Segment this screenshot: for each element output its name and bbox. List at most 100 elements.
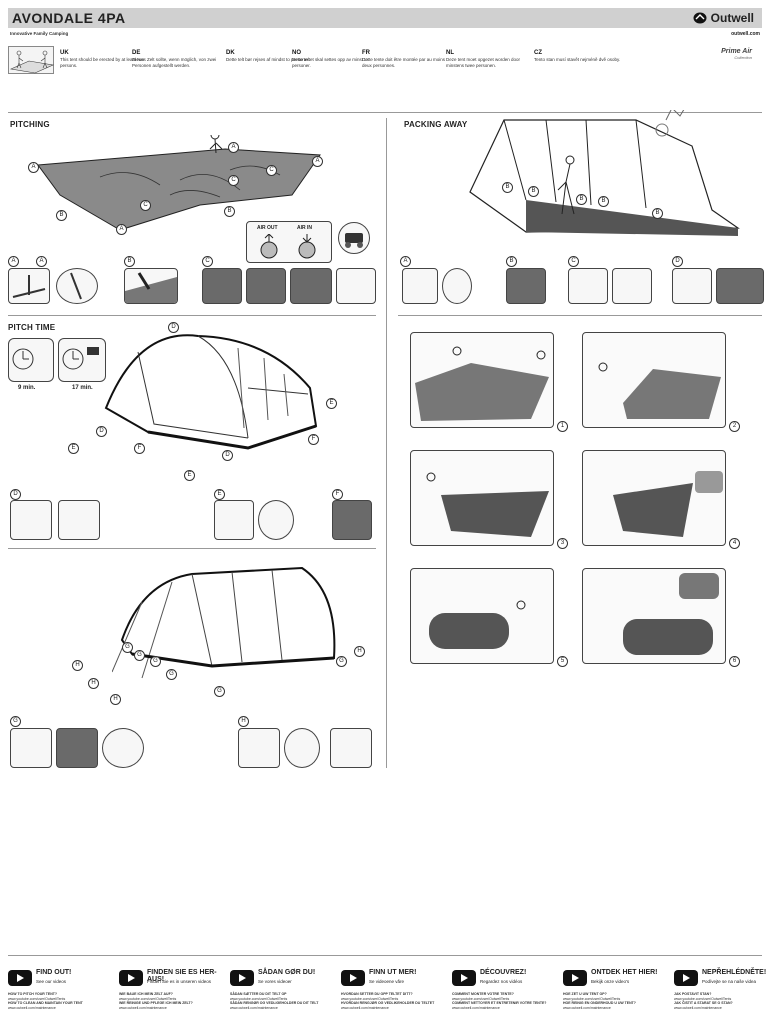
air-valve-panel: AIR OUT AIR IN [246, 221, 332, 263]
youtube-play-icon[interactable] [230, 970, 254, 986]
label-pt-f-right: F [308, 434, 319, 445]
youtube-play-icon[interactable] [119, 970, 143, 986]
pack-step-3 [410, 450, 554, 546]
video-links: JAK POSTAVIT STAN?www.youtube.com/user/O… [674, 992, 770, 1011]
language-code: NO [292, 50, 301, 56]
detail-a-peg-image [8, 268, 50, 304]
divider-left-1 [8, 315, 376, 316]
divider-footer [8, 955, 762, 956]
pitch-time-2: 17 min. [72, 385, 93, 391]
packing-away-heading: PACKING AWAY [404, 120, 468, 129]
label-pack-b2: B [528, 186, 539, 197]
video-topic: COMMENT MONTER VOTRE TENTE? [452, 992, 514, 996]
g-detail-1 [10, 728, 52, 768]
video-topic: SÅDAN RENGØR OG VEDLIGEHOLDER DU DIT TEL… [230, 1001, 319, 1006]
video-url-link[interactable]: www.outwell.com/maintenance [119, 1006, 167, 1011]
youtube-play-icon[interactable] [341, 970, 365, 986]
pack-detail-b-1 [506, 268, 546, 304]
video-link-block[interactable]: NEPŘEHLÉDNĚTE!Podívejte se na naše videa… [674, 968, 770, 1018]
divider-left-2 [8, 548, 376, 549]
label-b-left: B [56, 210, 67, 221]
label-a2: A [312, 156, 323, 167]
label-c-detail: C [202, 256, 213, 267]
video-topic: SÅDAN SÆTTER DU DIT TELT OP [230, 992, 287, 996]
page-title: AVONDALE 4PA [12, 10, 126, 26]
label-g6: G [214, 686, 225, 697]
label-f-detail: F [332, 489, 343, 500]
video-url-link[interactable]: www.outwell.com/maintenance [563, 1006, 611, 1011]
video-link-block[interactable]: FINDEN SIE ES HER-AUS!Finden Sie es in u… [119, 968, 219, 1018]
label-g4: G [166, 669, 177, 680]
youtube-play-icon[interactable] [563, 970, 587, 986]
video-subheading: Finden Sie es in unseren videos [147, 979, 212, 984]
label-h2: H [88, 678, 99, 689]
youtube-play-icon[interactable] [674, 970, 698, 986]
video-url-link[interactable]: www.outwell.com/maintenance [674, 1006, 722, 1011]
language-code: DK [226, 50, 235, 56]
video-topic: JAK POSTAVIT STAN? [674, 992, 712, 996]
youtube-play-icon[interactable] [8, 970, 32, 986]
label-pack-b1: B [502, 182, 513, 193]
video-url-link[interactable]: www.youtube.com/user/OutwellTents [341, 996, 399, 1001]
video-topic: HOE ZET U UW TENT OP? [563, 992, 607, 996]
video-url-link[interactable]: www.outwell.com/maintenance [230, 1006, 278, 1011]
label-pt-f-left: F [134, 443, 145, 454]
pack-detail-a-1 [402, 268, 438, 304]
label-pack-b4: B [598, 196, 609, 207]
detail-c-image-4 [336, 268, 376, 304]
video-url-link[interactable]: www.youtube.com/user/OutwellTents [8, 996, 66, 1001]
tent-guyline-illustration [112, 566, 336, 679]
video-url-link[interactable]: www.youtube.com/user/OutwellTents [563, 996, 621, 1001]
two-persons-icon [8, 46, 55, 74]
label-g5: G [336, 656, 347, 667]
video-subheading: Bekijk onze video's [591, 979, 630, 984]
detail-c-image-1 [202, 268, 242, 304]
video-url-link[interactable]: www.outwell.com/maintenance [8, 1006, 56, 1011]
label-e-detail: E [214, 489, 225, 500]
video-heading: SÅDAN GØR DU! [258, 969, 316, 976]
detail-c-image-2 [246, 268, 286, 304]
video-url-link[interactable]: www.outwell.com/maintenance [341, 1006, 389, 1011]
video-topic: WIE BAUE ICH MEIN ZELT AUF? [119, 992, 173, 996]
title-bar: AVONDALE 4PA Outwell [8, 8, 762, 28]
peg-icon [56, 268, 98, 304]
label-pack-c: C [568, 256, 579, 267]
step-number-5: 5 [557, 656, 568, 667]
air-out-label: AIR OUT [257, 225, 278, 231]
video-url-link[interactable]: www.outwell.com/maintenance [452, 1006, 500, 1011]
video-url-link[interactable]: www.youtube.com/user/OutwellTents [119, 996, 177, 1001]
pump-icon [338, 222, 370, 254]
language-text: Cette tente doit être montée par au moin… [362, 57, 446, 68]
label-pack-b: B [506, 256, 517, 267]
brand-name: Outwell [710, 11, 754, 25]
h-detail-peg [284, 728, 320, 768]
video-heading: FINN UT MER! [369, 969, 417, 976]
label-pt-d-top: D [168, 322, 179, 333]
video-url-link[interactable]: www.youtube.com/user/OutwellTents [452, 996, 510, 1001]
video-links: COMMENT MONTER VOTRE TENTE?www.youtube.c… [452, 992, 552, 1011]
label-h-right: H [354, 646, 365, 657]
label-pack-b5: B [652, 208, 663, 219]
video-topic: HOE REINIG EN ONDERHOUD U UW TENT? [563, 1001, 636, 1006]
video-topic: HVORDAN RENGJØR OG VEDLIKEHOLDER DU TELT… [341, 1001, 435, 1006]
language-code: CZ [534, 50, 542, 56]
label-h3: H [110, 694, 121, 705]
video-url-link[interactable]: www.youtube.com/user/OutwellTents [230, 996, 288, 1001]
video-url-link[interactable]: www.youtube.com/user/OutwellTents [674, 996, 732, 1001]
youtube-play-icon[interactable] [452, 970, 476, 986]
language-text: Deze tent moet opgezet worden door minst… [446, 57, 521, 68]
video-subheading: Regardez nos vidéos [480, 979, 523, 984]
label-a4-detail: A [36, 256, 47, 267]
label-a3: A [28, 162, 39, 173]
divider-right-1 [398, 315, 762, 316]
video-subheading: Se videoene våre [369, 979, 405, 984]
language-text: This tent should be erected by at least … [60, 57, 145, 68]
